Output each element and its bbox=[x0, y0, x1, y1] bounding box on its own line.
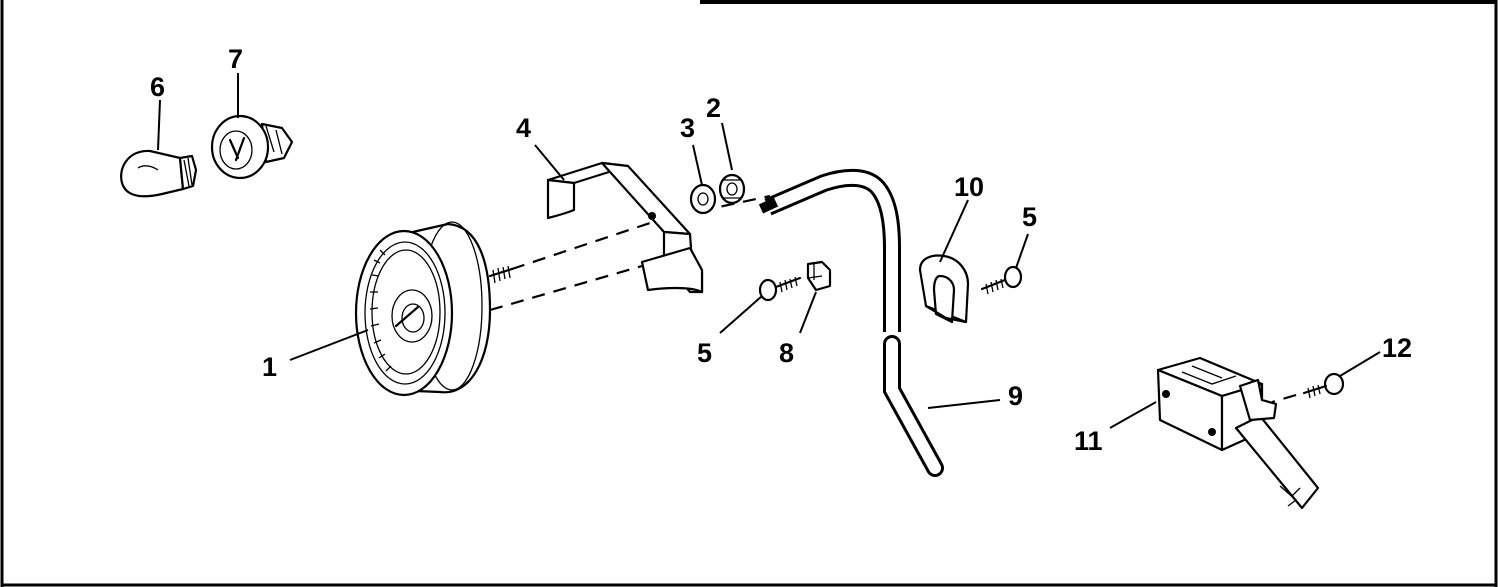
callout-9: 9 bbox=[1008, 381, 1023, 411]
part-6-bulb bbox=[120, 149, 198, 198]
callout-6: 6 bbox=[150, 72, 165, 102]
callout-3: 3 bbox=[680, 113, 695, 143]
callout-labels: 1 2 3 4 5 5 6 7 8 9 10 11 12 bbox=[150, 44, 1412, 456]
callout-5-left: 5 bbox=[697, 338, 712, 368]
part-7-bulb-socket bbox=[210, 114, 294, 180]
callout-12: 12 bbox=[1382, 333, 1412, 363]
callout-1: 1 bbox=[262, 352, 277, 382]
part-11-housing bbox=[1156, 356, 1320, 510]
part-5-screw-left bbox=[758, 276, 802, 302]
callout-7: 7 bbox=[228, 44, 243, 74]
part-2-nut bbox=[718, 173, 746, 205]
part-4-bracket bbox=[546, 161, 704, 294]
part-12-screw bbox=[1271, 372, 1345, 404]
part-8-clip bbox=[806, 260, 832, 292]
callout-2: 2 bbox=[706, 93, 721, 123]
part-9-tube bbox=[758, 168, 944, 477]
part-1-gauge bbox=[354, 221, 514, 397]
callout-5-right: 5 bbox=[1022, 202, 1037, 232]
part-10-grommet bbox=[918, 254, 970, 324]
part-5-screw-right bbox=[980, 265, 1023, 295]
assembly-guide-lines bbox=[489, 194, 771, 312]
callout-4: 4 bbox=[516, 113, 531, 143]
part-3-washer bbox=[689, 183, 717, 215]
callout-10: 10 bbox=[954, 172, 984, 202]
callout-8: 8 bbox=[779, 338, 794, 368]
callout-leader-lines bbox=[157, 73, 1381, 429]
callout-11: 11 bbox=[1074, 426, 1103, 456]
